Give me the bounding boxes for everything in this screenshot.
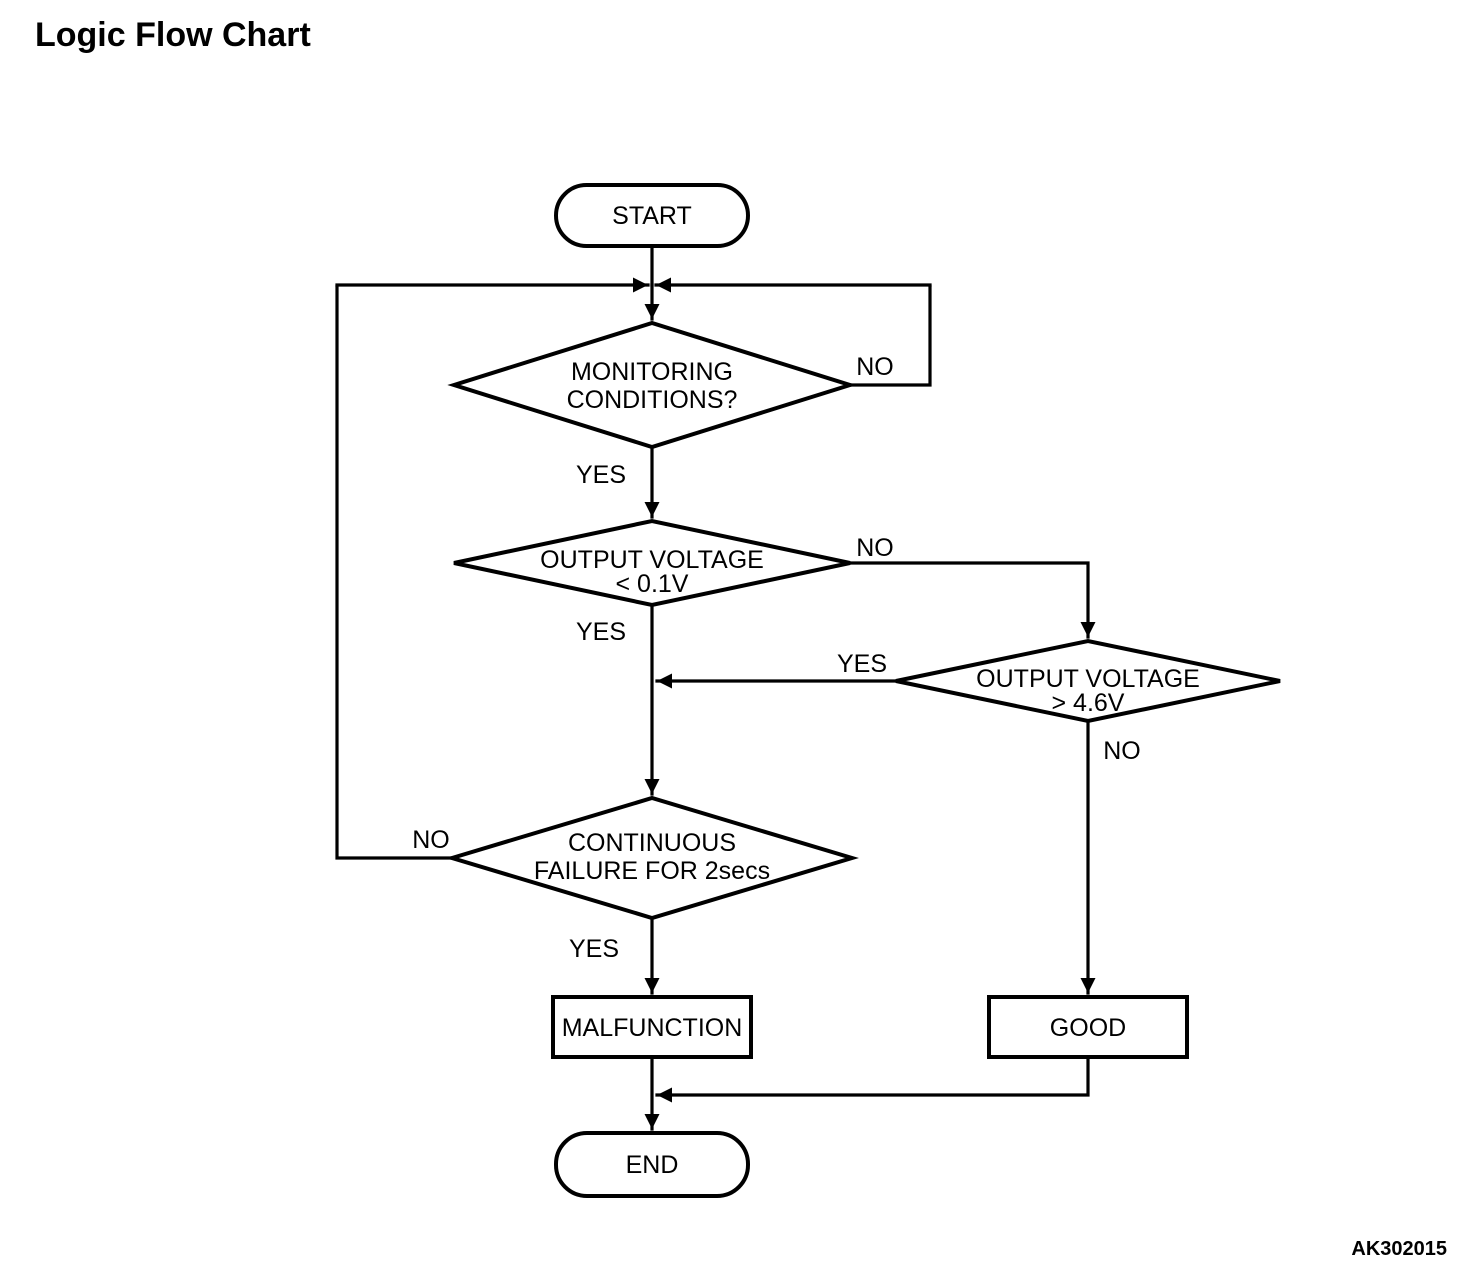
monitoring-decision-shape (447, 320, 857, 450)
page-title: Logic Flow Chart (35, 16, 311, 54)
node-end: END (554, 1131, 750, 1198)
output-low-decision-shape (453, 518, 851, 608)
node-good: GOOD (987, 995, 1189, 1059)
continuous-label-line1: CONTINUOUS (568, 829, 736, 857)
continuous-decision-shape (445, 795, 859, 921)
node-output-voltage-low: OUTPUT VOLTAGE < 0.1V (453, 518, 851, 608)
output-high-label-line2: > 4.6V (1052, 689, 1125, 717)
edge-label-output-low-no: NO (856, 534, 894, 562)
edge-label-continuous-no: NO (412, 826, 450, 854)
edge-label-monitoring-no: NO (856, 353, 894, 381)
monitoring-label-line1: MONITORING (571, 358, 733, 386)
end-terminator-shape (554, 1131, 750, 1198)
figure-code: AK302015 (1351, 1238, 1447, 1260)
malfunction-process-shape (551, 995, 753, 1059)
start-terminator-shape (554, 183, 750, 248)
node-start: START (554, 183, 750, 248)
monitoring-label-line2: CONDITIONS? (567, 386, 738, 414)
good-label: GOOD (1050, 1014, 1126, 1042)
output-low-label-line1: OUTPUT VOLTAGE (540, 546, 764, 574)
node-malfunction: MALFUNCTION (551, 995, 753, 1059)
edge-label-continuous-yes: YES (569, 935, 619, 963)
continuous-label-line2: FAILURE FOR 2secs (534, 857, 770, 885)
edge-monitoring-no (848, 285, 932, 387)
end-label: END (626, 1151, 679, 1179)
edge-continuous-no (335, 285, 454, 860)
output-high-decision-shape (895, 638, 1281, 724)
edge-label-monitoring-yes: YES (576, 461, 626, 489)
good-process-shape (987, 995, 1189, 1059)
edge-label-output-high-yes: YES (837, 650, 887, 678)
edge-output-low-no (848, 561, 1096, 639)
edge-good-merge (655, 1055, 1090, 1103)
output-low-label-line2: < 0.1V (616, 570, 689, 598)
node-monitoring-conditions: MONITORING CONDITIONS? (447, 320, 857, 450)
start-label: START (612, 202, 692, 230)
edge-label-output-low-yes: YES (576, 618, 626, 646)
output-high-label-line1: OUTPUT VOLTAGE (976, 665, 1200, 693)
node-continuous-failure: CONTINUOUS FAILURE FOR 2secs (445, 795, 859, 921)
node-output-voltage-high: OUTPUT VOLTAGE > 4.6V (895, 638, 1281, 724)
edge-label-output-high-no: NO (1103, 737, 1141, 765)
malfunction-label: MALFUNCTION (562, 1014, 743, 1042)
